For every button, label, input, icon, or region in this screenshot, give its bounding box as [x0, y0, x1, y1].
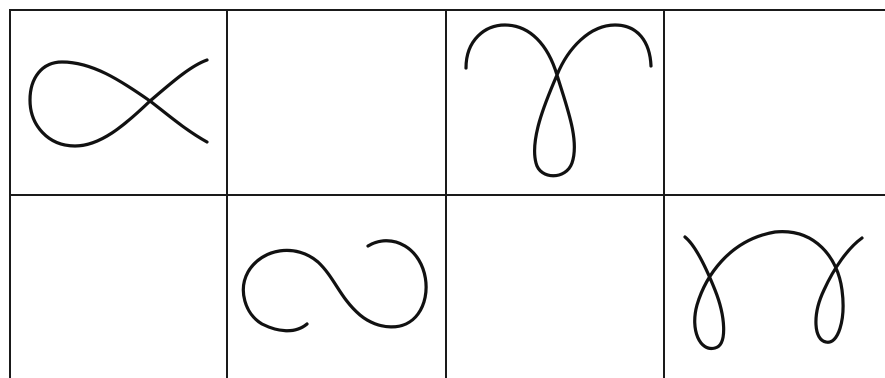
cell-r1c1 — [30, 60, 207, 146]
cell-r2c4 — [685, 232, 862, 349]
fish-loop-curve — [30, 60, 207, 146]
cell-r1c3 — [466, 25, 651, 176]
s-curve — [243, 241, 426, 331]
arch-with-bottom-loop-curve — [466, 25, 651, 176]
arch-with-two-loops-curve — [685, 232, 862, 349]
grid-lines — [9, 10, 885, 378]
cell-r2c2 — [243, 241, 426, 331]
